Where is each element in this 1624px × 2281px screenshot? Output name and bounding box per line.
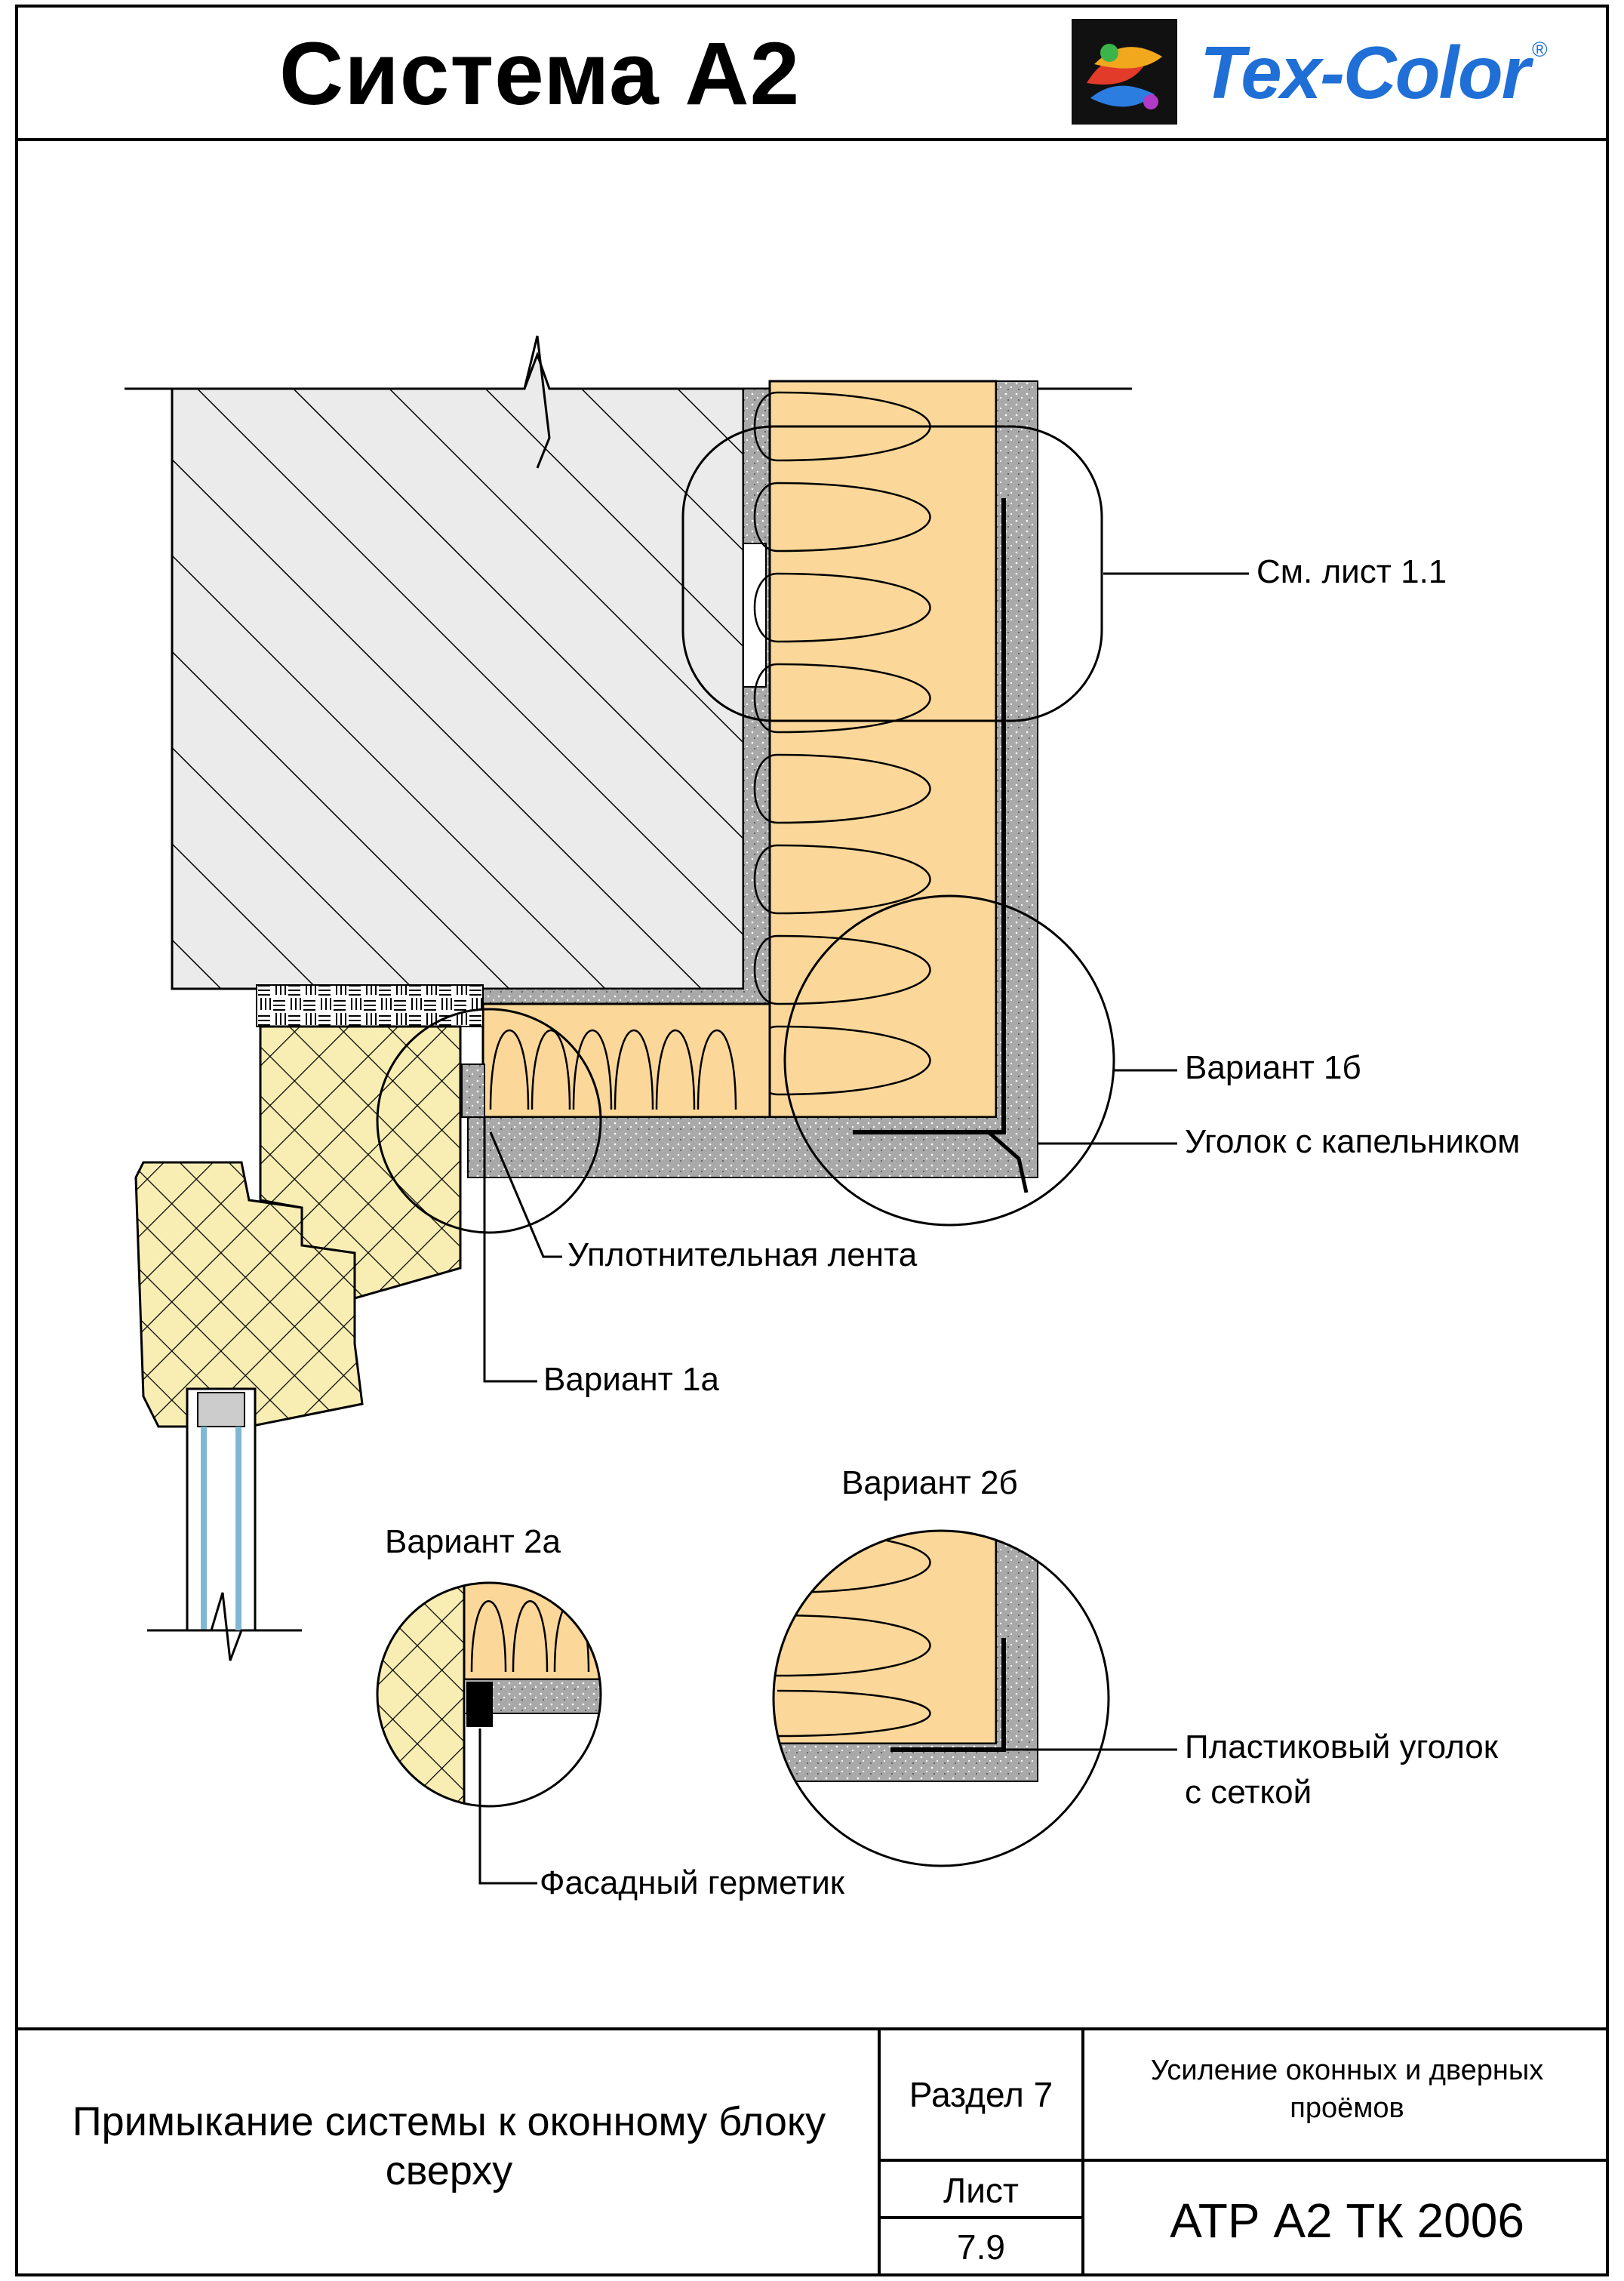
sheet-label: Лист (943, 2171, 1019, 2210)
label-variant-2a: Вариант 2а (385, 1523, 561, 1560)
label-sealing-tape: Уплотнительная лента (567, 1236, 918, 1273)
title-block-grid (17, 2027, 1607, 2275)
label-plastic-corner-line1: Пластиковый уголок (1185, 1728, 1498, 1765)
brand-name: Tex-Color (1200, 31, 1530, 114)
window-frame (134, 984, 485, 1661)
label-drip-corner: Уголок с капельником (1185, 1123, 1521, 1160)
insulation-horizontal (481, 1002, 771, 1119)
topic-line2: проёмов (1290, 2092, 1404, 2124)
page-title: Система А2 (279, 24, 801, 124)
render-layer (467, 380, 1038, 1193)
label-variant-2b: Вариант 2б (841, 1464, 1018, 1501)
detail-callouts (376, 425, 1249, 1383)
section-number: Раздел 7 (909, 2075, 1053, 2114)
label-plastic-corner-line2: с сеткой (1185, 1774, 1312, 1811)
detail-2a (376, 1581, 602, 1885)
insulation-vertical (753, 380, 998, 1119)
label-variant-1a: Вариант 1а (543, 1361, 719, 1398)
detail-2b (772, 1529, 1177, 1867)
topic-line1: Усиление оконных и дверных (1150, 2055, 1544, 2086)
sheet-border (15, 5, 1609, 2276)
drawing-description-line2: сверху (385, 2148, 513, 2193)
label-variant-1b: Вариант 1б (1185, 1049, 1361, 1086)
label-facade-sealant: Фасадный герметик (540, 1864, 845, 1901)
label-see-sheet: См. лист 1.1 (1256, 553, 1447, 590)
registered-mark: ® (1532, 38, 1548, 61)
document-code: АТР А2 ТК 2006 (1170, 2193, 1524, 2248)
drawing-description-line1: Примыкание системы к оконному блоку (72, 2099, 826, 2144)
tex-color-logo-icon (1072, 19, 1177, 125)
sheet-number: 7.9 (957, 2227, 1005, 2267)
